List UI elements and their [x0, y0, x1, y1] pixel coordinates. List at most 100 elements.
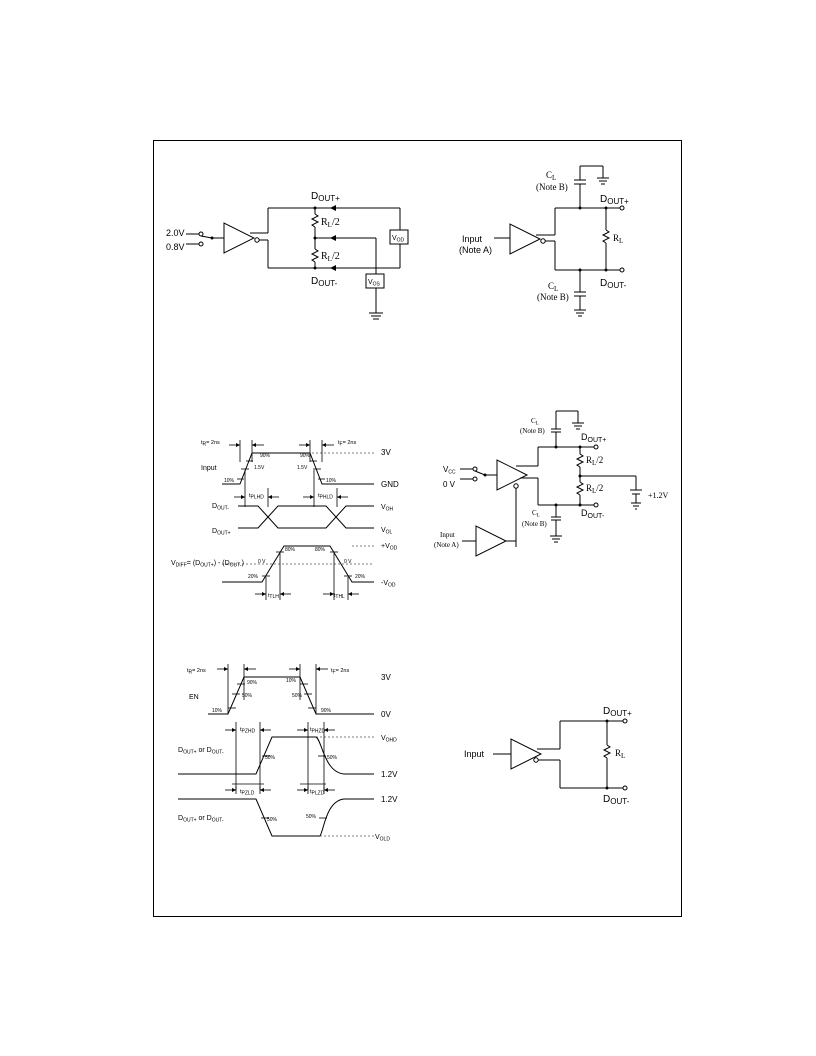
fig5-en: EN [189, 694, 199, 701]
fig5-50c: 50% [265, 755, 276, 761]
fig5-tphzd: tPHZD [310, 727, 326, 735]
fig3-vod-plus: +VOD [381, 543, 398, 552]
fig2-cl-top: CL [546, 170, 556, 182]
fig2-note-b-bot: (Note B) [537, 292, 569, 302]
fig2-dout-minus: DOUT- [600, 278, 627, 290]
fig3-gnd: GND [381, 480, 399, 489]
fig3-tr: tR= 2ns [201, 440, 220, 448]
fig5-tpzld: tPZLD [240, 789, 255, 797]
fig6-driver-icon [510, 738, 543, 770]
fig3-20a: 20% [248, 574, 259, 580]
fig2-resistor [601, 229, 611, 244]
fig4-resistor-top [575, 453, 585, 468]
fig3-dout-minus: DOUT- [212, 503, 229, 512]
fig3-vod-minus: -VOD [381, 580, 396, 589]
fig3-0va: 0 V [258, 559, 266, 565]
fig3-tthl: tTHL [334, 593, 345, 600]
fig2-load-circuit: CL (Note B) DOUT+ Input (Note A) RL DOUT… [459, 165, 629, 317]
fig3-3v: 3V [381, 448, 391, 457]
fig4-input: Input [440, 531, 455, 539]
fig2-driver-icon [509, 223, 542, 255]
fig5-tristate-timing: tR= 2ns tF= 2ns 3V EN 90% 10% 50% 50% 10… [178, 664, 398, 843]
fig4-0v: 0 V [443, 480, 456, 489]
fig4-note-a: (Note A) [434, 541, 459, 549]
fig4-r-top: RL/2 [586, 455, 603, 467]
fig5-3v: 3V [381, 673, 391, 682]
fig4-tristate-load: CL (Note B) DOUT+ VCC 0 V RL/2 RL/2 +1.2… [434, 410, 669, 557]
fig5-en-wave [208, 676, 374, 715]
fig3-tplhd: tPLHD [249, 493, 264, 501]
fig1-r-top: RL/2 [321, 217, 340, 229]
fig3-15a: 1.5V [254, 465, 265, 471]
fig3-0vb: 0 V [344, 559, 352, 565]
fig3-10a: 10% [224, 478, 235, 484]
fig4-cl-bot: CL [532, 509, 540, 519]
fig5-1v2a: 1.2V [381, 770, 398, 779]
fig5-tf: tF= 2ns [331, 668, 349, 676]
fig5-10a: 10% [212, 708, 223, 714]
fig1-resistor-bot [310, 248, 320, 263]
fig3-voh: VOH [381, 504, 394, 513]
fig1-in-high: 2.0V [166, 228, 185, 238]
fig5-50e: 50% [267, 817, 278, 823]
fig3-input: Input [201, 465, 217, 472]
fig4-vcc: VCC [443, 465, 456, 476]
fig5-dout-or-2: DOUT+ or DOUT- [178, 815, 224, 824]
fig6-resistor [602, 744, 612, 759]
fig2-cl-bot: CL [548, 281, 558, 293]
fig5-tplzd: tPLZD [310, 789, 325, 797]
fig2-note-a: (Note A) [459, 245, 492, 255]
fig3-vdiff-wave [222, 545, 374, 583]
fig4-r-bot: RL/2 [586, 483, 603, 495]
fig1-dout-minus: DOUT- [311, 276, 338, 288]
page-frame [153, 140, 682, 917]
fig3-tf: tF= 2ns [338, 440, 356, 448]
fig1-in-low: 0.8V [166, 242, 185, 252]
fig3-timing-waveforms: tR= 2ns tF= 2ns 3V Input 90% 90% 1.5V 1.… [171, 440, 399, 600]
fig3-10b: 10% [326, 478, 337, 484]
fig4-resistor-bot [575, 481, 585, 496]
fig1-driver-icon [223, 222, 256, 254]
fig1-vod-label: VOD [392, 235, 405, 244]
fig5-dout-or-1: DOUT+ or DOUT- [178, 747, 224, 756]
fig1-resistor-top [310, 213, 320, 228]
fig6-simple-load: DOUT+ Input RL DOUT- [464, 706, 632, 806]
fig2-dout-plus: DOUT+ [600, 194, 629, 206]
fig1-vos-label: VOS [368, 279, 381, 288]
fig5-0v: 0V [381, 710, 391, 719]
fig2-note-b-top: (Note B) [536, 182, 568, 192]
fig4-dout-minus: DOUT- [581, 508, 605, 520]
fig4-note-b-top: (Note B) [520, 427, 545, 435]
fig6-dout-plus: DOUT+ [603, 706, 632, 718]
fig3-vdiff: VDIFF= (DOUT+) - (DOUT-) [171, 560, 244, 569]
fig5-vohd: VOHD [381, 735, 397, 744]
fig3-ttlh: tTLH [268, 593, 279, 600]
fig3-90a: 90% [260, 453, 271, 459]
fig5-vold: VOLD [375, 834, 390, 843]
fig6-rl: RL [615, 748, 625, 760]
fig5-10b: 10% [286, 678, 297, 684]
fig3-80a: 80% [285, 547, 296, 553]
fig3-80b: 80% [315, 547, 326, 553]
fig3-15b: 1.5V [297, 465, 308, 471]
fig5-tpzhd: tPZHD [240, 727, 256, 735]
fig5-90b: 90% [321, 708, 332, 714]
fig3-vol: VOL [381, 527, 393, 536]
fig6-input: Input [464, 749, 485, 759]
fig5-1v2b: 1.2V [381, 795, 398, 804]
fig4-note-b-bot: (Note B) [522, 520, 547, 528]
fig3-tphld: tPHLD [318, 493, 333, 501]
fig2-rl: RL [613, 233, 623, 245]
fig4-driver-icon [496, 459, 529, 491]
fig3-20b: 20% [355, 574, 366, 580]
fig5-out-low-wave [178, 798, 320, 837]
fig6-dout-minus: DOUT- [603, 794, 630, 806]
fig5-50b: 50% [292, 693, 303, 699]
fig4-enable-driver-icon [475, 525, 508, 557]
fig5-50f: 50% [306, 814, 317, 820]
fig1-vod-meter [389, 229, 409, 245]
fig3-dout-minus-wave [238, 505, 374, 529]
fig4-dout-plus: DOUT+ [581, 432, 606, 444]
